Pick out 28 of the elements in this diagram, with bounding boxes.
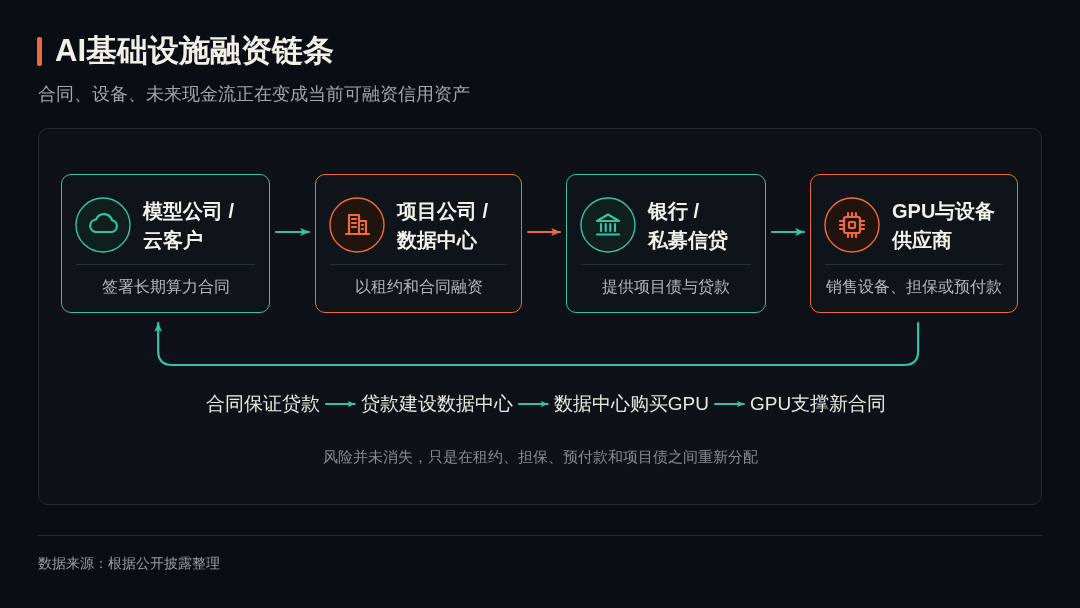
entity-card (315, 174, 522, 313)
arrow (714, 400, 745, 408)
entity-card (810, 174, 1018, 313)
step-text: 合同保证贷款 (205, 391, 320, 417)
arrow (517, 400, 549, 408)
arrow (154, 321, 920, 367)
source-note: 数据来源：根据公开披露整理 (38, 554, 220, 573)
entity-card (566, 174, 766, 313)
step-text: 数据中心购买GPU (553, 391, 709, 417)
node-title: 项目公司 / 数据中心 (397, 199, 490, 253)
node-title: 模型公司 / 云客户 (143, 199, 236, 253)
panel (38, 128, 1042, 505)
step-text: 贷款建设数据中心 (360, 391, 513, 417)
arrow (274, 228, 311, 236)
title: AI基础设施融资链条 (55, 32, 334, 70)
arrow (770, 228, 806, 236)
node-description: 提供项目债与贷款 (602, 277, 730, 297)
node-title: 银行 / 私募信贷 (648, 199, 729, 253)
arrow (526, 228, 562, 236)
entity-card (61, 174, 270, 313)
node-description: 销售设备、担保或预付款 (826, 277, 1002, 297)
step-text: GPU支撑新合同 (750, 391, 887, 417)
note-text: 风险并未消失，只是在租约、担保、预付款和项目债之间重新分配 (322, 447, 758, 467)
node-description: 签署长期算力合同 (101, 277, 230, 297)
arrow (324, 400, 356, 408)
subtitle: 合同、设备、未来现金流正在变成当前可融资信用资产 (38, 83, 470, 106)
node-description: 以租约和合同融资 (354, 277, 483, 297)
node-title: GPU与设备供应商 (892, 199, 997, 253)
